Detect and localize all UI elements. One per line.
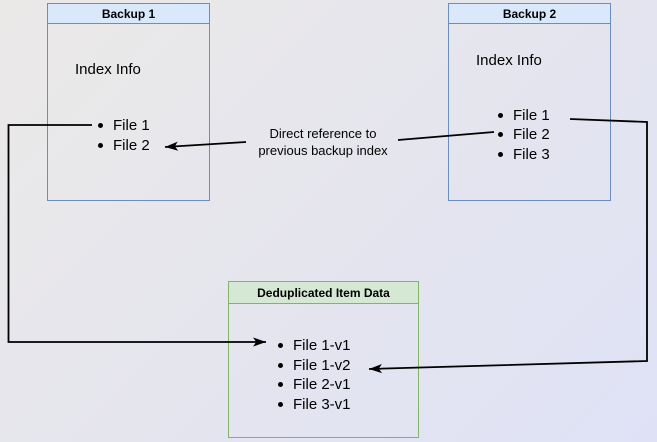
edge-annotation-line1: Direct reference to	[269, 126, 377, 141]
backup2-file-2: File 2	[513, 126, 550, 144]
list-item: File 2-v1	[278, 375, 351, 395]
backup2-file-list: File 1 File 2 File 3	[498, 106, 550, 164]
bullet-icon	[278, 382, 283, 388]
list-item: File 1-v1	[278, 336, 351, 356]
backup2-file-1: File 1	[513, 107, 550, 125]
backup2-title: Backup 2	[502, 6, 557, 21]
dedup-item-2: File 1-v2	[293, 356, 351, 374]
backup1-file-1: File 1	[113, 117, 150, 135]
dedup-box: Deduplicated Item Data File 1-v1 File 1-…	[228, 281, 419, 438]
list-item: File 1-v2	[278, 356, 351, 376]
dedup-item-4: File 3-v1	[293, 395, 351, 413]
backup2-header: Backup 2	[449, 4, 610, 24]
list-item: File 3	[498, 145, 550, 164]
dedup-header: Deduplicated Item Data	[229, 282, 418, 304]
list-item: File 3-v1	[278, 395, 351, 415]
bullet-icon	[498, 113, 503, 119]
backup1-title: Backup 1	[101, 6, 156, 21]
bullet-icon	[498, 132, 503, 138]
backup1-file-2: File 2	[113, 136, 150, 154]
edge-annotation: Direct reference to previous backup inde…	[258, 125, 387, 159]
backup1-file-list: File 1 File 2	[98, 116, 150, 155]
bullet-icon	[498, 151, 503, 157]
bullet-icon	[278, 401, 283, 407]
list-item: File 1	[498, 106, 550, 125]
edge-annotation-line2: previous backup index	[258, 143, 388, 158]
bullet-icon	[98, 123, 103, 129]
list-item: File 2	[498, 125, 550, 144]
backup1-index-info-label: Index Info	[75, 61, 141, 78]
dedup-title: Deduplicated Item Data	[257, 285, 390, 300]
backup2-box: Backup 2 Index Info File 1 File 2 File 3	[448, 3, 611, 201]
backup1-box: Backup 1 Index Info File 1 File 2	[47, 3, 210, 201]
dedup-item-1: File 1-v1	[293, 337, 351, 355]
list-item: File 1	[98, 116, 150, 136]
bullet-icon	[278, 343, 283, 349]
dedup-item-list: File 1-v1 File 1-v2 File 2-v1 File 3-v1	[278, 336, 351, 414]
list-item: File 2	[98, 136, 150, 156]
backup2-file-3: File 3	[513, 145, 550, 163]
bullet-icon	[278, 362, 283, 368]
backup1-header: Backup 1	[48, 4, 209, 24]
backup2-index-info-label: Index Info	[476, 52, 542, 69]
dedup-item-3: File 2-v1	[293, 376, 351, 394]
bullet-icon	[98, 142, 103, 148]
